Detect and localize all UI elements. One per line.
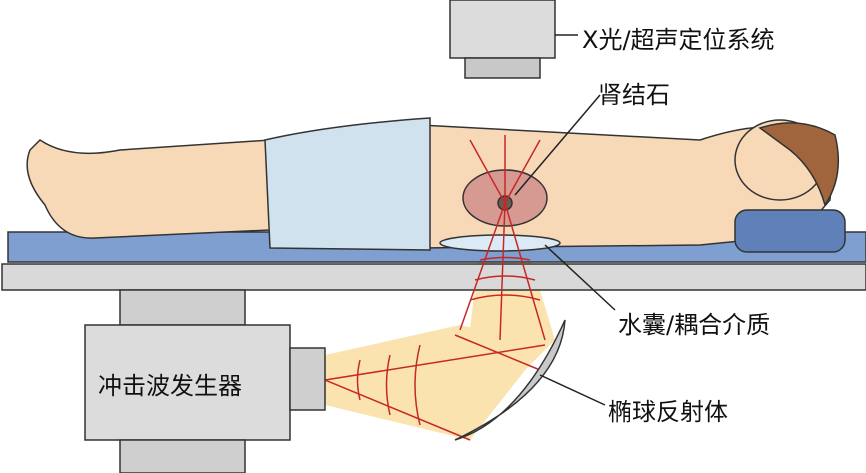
patient <box>26 117 846 253</box>
leader-stone <box>514 94 601 196</box>
label-shockwave-generator: 冲击波发生器 <box>98 372 242 400</box>
label-xray-system: X光/超声定位系统 <box>582 26 775 54</box>
ellipsoid-reflector <box>454 319 566 441</box>
leader-water-bag <box>544 244 616 311</box>
leader-reflector <box>539 374 606 406</box>
xray-device <box>449 0 556 79</box>
label-kidney-stone: 肾结石 <box>598 81 670 109</box>
shockwave-generator <box>84 324 326 473</box>
label-water-bag: 水囊/耦合介质 <box>618 311 771 339</box>
shockwaves <box>324 135 546 441</box>
label-ellipsoid-reflector: 椭球反射体 <box>608 398 728 426</box>
